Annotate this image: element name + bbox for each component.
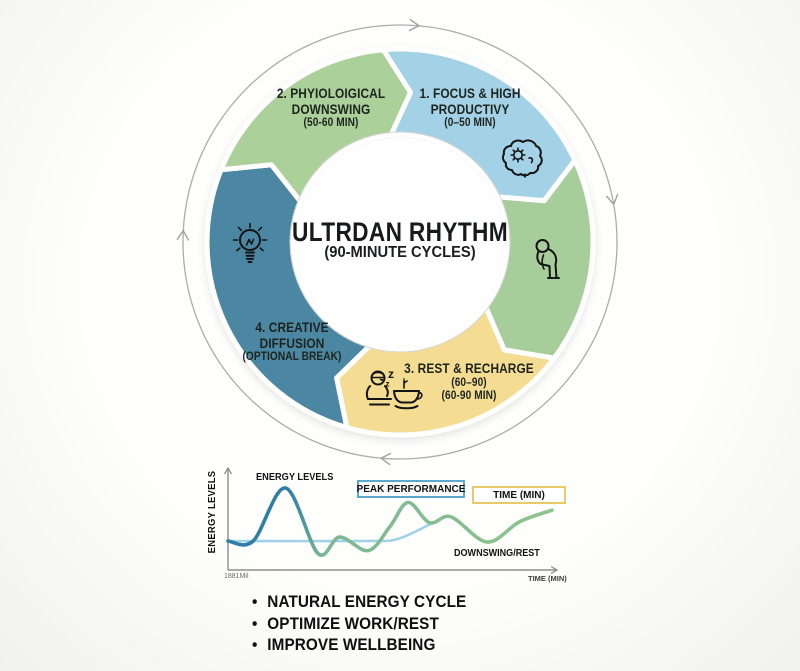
segment-label-physiological-downswing: 2. PHYIOLOIGICAL DOWNSWING (50-60 MIN) <box>277 86 385 131</box>
segment-label-line: PRODUCTIVY <box>430 101 510 117</box>
segment-label-line: 4. CREATIVE <box>255 320 329 335</box>
cycle-subtitle: (90-MINUTE CYCLES) <box>324 244 476 261</box>
segment-label-line: 1. FOCUS & HIGH <box>419 86 521 101</box>
flow-arrow-icon <box>408 18 421 32</box>
segment-label-duration: (50-60 MIN) <box>303 117 359 129</box>
slouched-person-icon <box>529 237 567 286</box>
time-min-box: TIME (MIN) <box>472 486 566 504</box>
segment-label-duration: (60–90) <box>451 376 487 389</box>
segment-label-line: DIFFUSION <box>259 335 325 351</box>
list-item: OPTIMIZE WORK/REST <box>252 613 466 635</box>
flow-arrow-icon <box>379 452 392 466</box>
lightbulb-icon <box>227 219 273 276</box>
segment-label-line: 2. PHYIOLOIGICAL <box>276 86 386 101</box>
chart-axes <box>227 469 557 571</box>
benefits-list: NATURAL ENERGY CYCLE OPTIMIZE WORK/REST … <box>252 591 490 656</box>
flow-arrow-icon <box>606 193 619 206</box>
downswing-rest-annotation: DOWNSWING/REST <box>454 547 540 559</box>
segment-label-rest-recharge: 3. REST & RECHARGE (60–90) (60-90 MIN) <box>404 361 534 404</box>
y-axis-arrow-icon <box>223 466 233 475</box>
list-item: NATURAL ENERGY CYCLE <box>252 591 466 613</box>
cycle-segment-physiological-downswing <box>218 47 413 205</box>
segment-label-line: 3. REST & RECHARGE <box>404 361 534 376</box>
sleeping-person-coffee-icon: z z <box>357 364 423 415</box>
segment-label-duration: (0–50 MIN) <box>444 117 496 129</box>
brain-gear-icon <box>499 135 545 186</box>
chart-x-axis-label: TIME (MIN) <box>528 574 567 583</box>
segment-label-focus-high-productivity: 1. FOCUS & HIGH PRODUCTIVY (0–50 MIN) <box>420 86 521 131</box>
list-item: IMPROVE WELLBEING <box>252 634 466 656</box>
segment-label-line: DOWNSWING <box>291 101 371 117</box>
flow-arrow-icon <box>176 229 190 241</box>
cycle-title: ULTRDAN RHYTHM <box>292 217 508 247</box>
center-disc-outline <box>289 131 511 353</box>
outer-cycle-circle <box>182 24 618 460</box>
energy-levels-annotation: ENERGY LEVELS <box>256 471 334 483</box>
energy-levels-curve <box>226 486 554 557</box>
x-axis-arrow-icon <box>550 565 559 575</box>
chart-y-axis-label: ENERGY LEVELS <box>206 470 218 554</box>
segment-label-duration: (60-90 MIN) <box>441 390 497 402</box>
center-disc <box>296 138 504 346</box>
svg-text:z: z <box>386 380 390 389</box>
segment-label-creative-diffusion: 4. CREATIVE DIFFUSION (OPTIONAL BREAK) <box>242 320 341 365</box>
segment-label-duration: (OPTIONAL BREAK) <box>242 351 342 363</box>
svg-text:z: z <box>388 367 394 381</box>
peak-performance-box: PEAK PERFORMANCE <box>357 480 465 498</box>
chart-origin-label: 1881Mil <box>224 573 249 580</box>
